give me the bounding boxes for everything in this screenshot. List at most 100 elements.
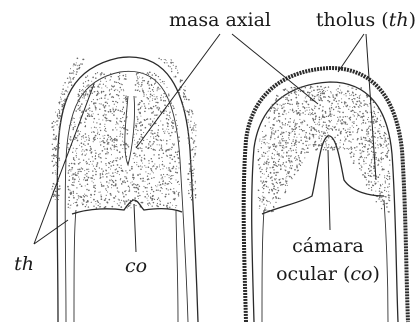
stipple-dot — [375, 116, 376, 117]
stipple-dot — [386, 153, 388, 155]
stipple-dot — [155, 105, 156, 106]
stipple-dot — [263, 204, 264, 205]
stipple-dot — [103, 91, 105, 93]
stipple-dot — [163, 100, 165, 102]
stipple-dot — [380, 201, 381, 202]
stipple-dot — [121, 165, 122, 166]
stipple-dot — [282, 184, 283, 185]
stipple-dot — [127, 129, 129, 131]
stipple-dot — [110, 111, 112, 113]
stipple-dot — [79, 101, 80, 102]
stipple-dot — [73, 198, 74, 199]
stipple-dot — [73, 65, 74, 66]
stipple-dot — [76, 174, 78, 176]
stipple-dot — [262, 192, 263, 193]
stipple-dot — [178, 140, 180, 142]
stipple-dot — [300, 91, 301, 92]
stipple-dot — [188, 99, 190, 101]
stipple-dot — [93, 166, 94, 167]
stipple-dot — [332, 126, 333, 127]
stipple-dot — [332, 129, 334, 131]
stipple-dot — [165, 185, 166, 186]
stipple-dot — [147, 184, 148, 185]
stipple-dot — [275, 202, 276, 203]
stipple-dot — [272, 180, 273, 181]
stipple-dot — [188, 173, 190, 175]
stipple-dot — [124, 201, 126, 203]
stipple-dot — [381, 197, 382, 198]
stipple-dot — [274, 178, 275, 179]
stipple-dot — [115, 146, 116, 147]
stipple-dot — [122, 148, 123, 149]
stipple-dot — [152, 171, 153, 172]
stipple-dot — [74, 181, 75, 182]
stipple-dot — [318, 145, 320, 147]
stipple-dot — [110, 147, 111, 148]
stipple-dot — [150, 197, 151, 198]
stipple-dot — [68, 170, 69, 171]
stipple-dot — [86, 100, 87, 101]
stipple-dot — [126, 200, 127, 201]
stipple-dot — [283, 140, 284, 141]
stipple-dot — [135, 154, 136, 155]
stipple-dot — [84, 151, 85, 152]
stipple-dot — [124, 142, 125, 143]
stipple-dot — [309, 134, 310, 135]
stipple-dot — [90, 197, 91, 198]
stipple-dot — [167, 126, 169, 128]
stipple-dot — [101, 74, 102, 75]
stipple-dot — [347, 91, 348, 92]
stipple-dot — [347, 131, 348, 132]
stipple-dot — [195, 195, 196, 196]
stipple-dot — [109, 105, 110, 106]
stipple-dot — [302, 143, 304, 145]
stipple-dot — [159, 150, 160, 151]
stipple-dot — [119, 199, 120, 200]
leader-th-right — [34, 220, 68, 244]
stipple-dot — [300, 113, 301, 114]
stipple-dot — [113, 142, 114, 143]
stipple-dot — [141, 106, 142, 107]
stipple-dot — [166, 155, 167, 156]
stipple-dot — [359, 168, 360, 169]
stipple-dot — [339, 116, 341, 118]
stipple-dot — [72, 182, 73, 183]
stipple-dot — [175, 66, 176, 67]
stipple-dot — [368, 154, 369, 155]
stipple-dot — [162, 168, 163, 169]
stipple-dot — [116, 121, 117, 122]
stipple-dot — [331, 103, 333, 105]
stipple-dot — [328, 86, 329, 87]
stipple-dot — [59, 112, 61, 114]
stipple-dot — [119, 136, 120, 137]
stipple-dot — [145, 127, 147, 129]
stipple-dot — [342, 122, 343, 123]
stipple-dot — [149, 141, 151, 143]
stipple-dot — [150, 132, 151, 133]
stipple-dot — [379, 128, 380, 129]
stipple-dot — [57, 116, 58, 117]
stipple-dot — [116, 82, 117, 83]
stipple-dot — [91, 181, 92, 182]
stipple-dot — [294, 174, 296, 176]
stipple-dot — [377, 176, 379, 178]
stipple-dot — [304, 136, 306, 138]
stipple-dot — [379, 193, 380, 194]
stipple-dot — [72, 184, 74, 186]
stipple-dot — [68, 143, 70, 145]
stipple-dot — [84, 141, 85, 142]
stipple-dot — [341, 119, 343, 121]
stipple-dot — [329, 101, 331, 103]
stipple-dot — [140, 178, 142, 180]
stipple-dot — [124, 176, 125, 177]
stipple-dot — [137, 184, 139, 186]
stipple-dot — [282, 178, 283, 179]
stipple-dot — [73, 191, 74, 192]
stipple-dot — [166, 118, 168, 120]
stipple-dot — [88, 84, 89, 85]
stipple-dot — [123, 144, 124, 145]
stipple-dot — [288, 137, 289, 138]
stipple-dot — [195, 127, 196, 128]
stipple-dot — [352, 101, 353, 102]
stipple-dot — [145, 181, 146, 182]
